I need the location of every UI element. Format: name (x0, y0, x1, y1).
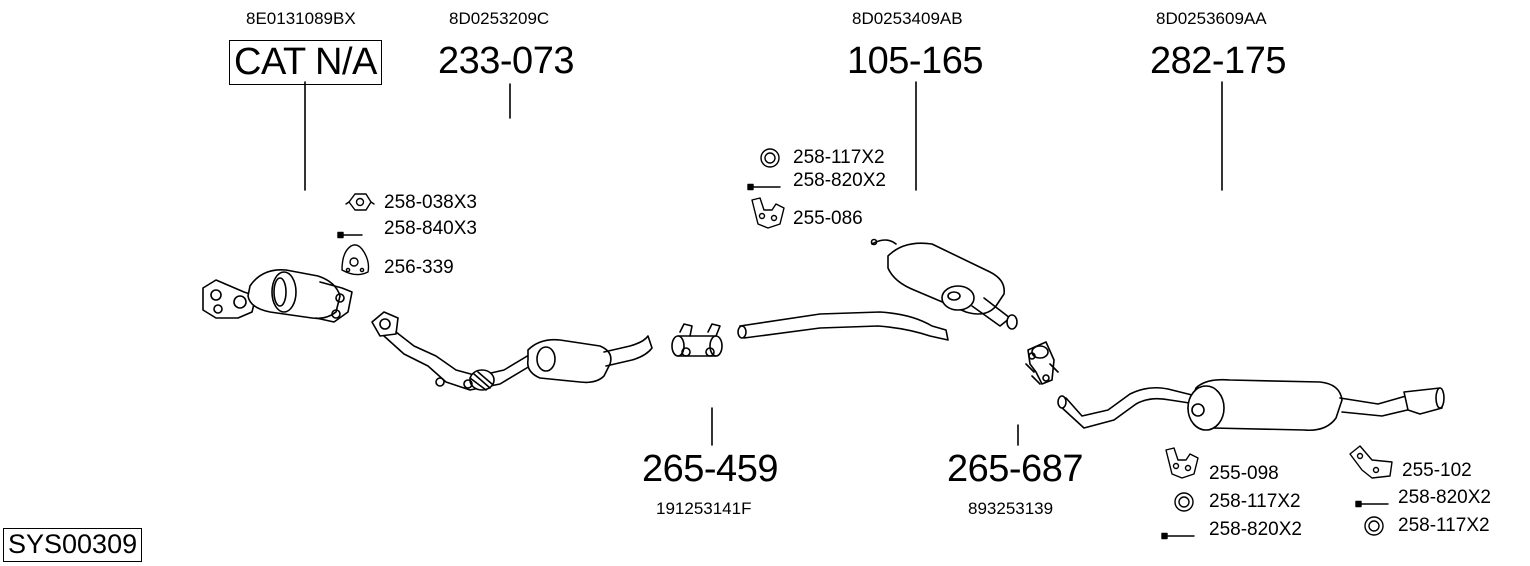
accessory-label[interactable]: 258-820X2 (1398, 487, 1491, 508)
ring-icon (1364, 516, 1384, 536)
accessory-label[interactable]: 255-102 (1402, 460, 1472, 481)
system-code: SYS00309 (3, 528, 143, 562)
oem-number-clamp1: 191253141F (656, 499, 752, 518)
oem-number-clamp2: 893253139 (968, 499, 1054, 518)
hanger-icon (1165, 447, 1199, 479)
gasket-icon (341, 244, 370, 276)
rear-section-drawing (1057, 378, 1445, 432)
nut-icon (345, 193, 375, 211)
catalytic-converter-drawing (202, 269, 353, 323)
bolt-icon (1355, 500, 1389, 508)
bracket-icon (1349, 445, 1393, 479)
part-number-clamp1[interactable]: 265-459 (642, 448, 778, 490)
accessory-label[interactable]: 255-098 (1209, 463, 1279, 484)
oem-number-rear: 8D0253609AA (1156, 9, 1267, 28)
oem-number-middle: 8D0253409AB (852, 9, 963, 28)
part-number-cat[interactable]: CAT N/A (229, 40, 382, 85)
hanger-icon (751, 197, 785, 229)
accessory-label[interactable]: 258-117X2 (793, 147, 885, 168)
part-number-rear[interactable]: 282-175 (1150, 40, 1286, 82)
accessory-label[interactable]: 258-038X3 (384, 192, 477, 213)
oem-number-front-pipe: 8D0253209C (449, 9, 550, 28)
bolt-icon (1161, 532, 1195, 540)
bolt-icon (337, 231, 363, 239)
accessory-label[interactable]: 256-339 (384, 257, 454, 278)
part-number-middle[interactable]: 105-165 (847, 40, 983, 82)
middle-section-drawing (737, 238, 1018, 341)
part-number-front-pipe[interactable]: 233-073 (438, 40, 574, 82)
bolt-icon (747, 183, 781, 191)
oem-number-cat: 8E0131089BX (246, 9, 356, 28)
part-number-clamp2[interactable]: 265-687 (947, 448, 1083, 490)
front-pipe-drawing (371, 311, 653, 391)
accessory-label[interactable]: 255-086 (793, 208, 863, 229)
clamp-265-687-drawing (1025, 341, 1059, 385)
clamp-265-459-drawing (671, 323, 723, 357)
accessory-label[interactable]: 258-117X2 (1398, 515, 1490, 536)
accessory-label[interactable]: 258-820X2 (1209, 519, 1302, 540)
ring-icon (1174, 492, 1194, 512)
ring-icon (760, 148, 780, 168)
accessory-label[interactable]: 258-117X2 (1209, 491, 1301, 512)
accessory-label[interactable]: 258-840X3 (384, 218, 477, 239)
accessory-label[interactable]: 258-820X2 (793, 170, 886, 191)
